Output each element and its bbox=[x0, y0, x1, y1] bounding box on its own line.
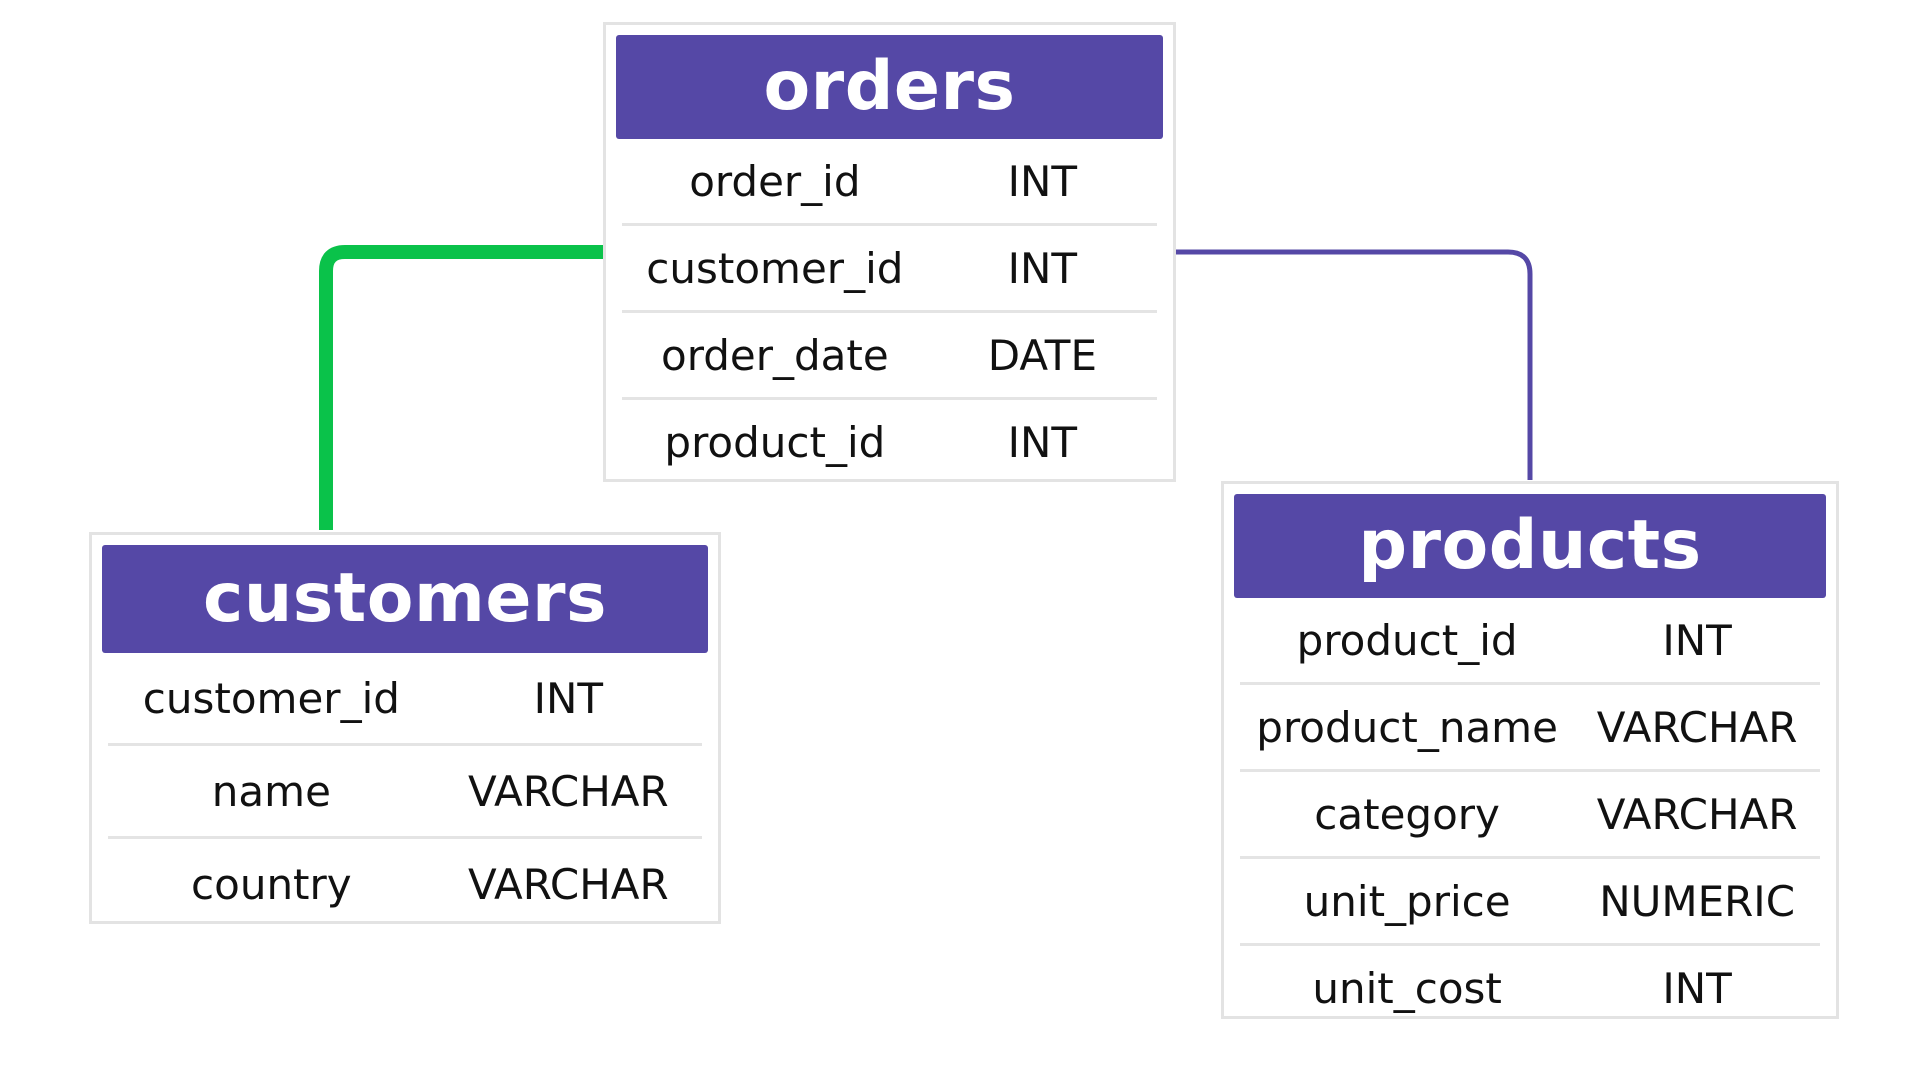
customers-table[interactable]: customers customer_id INT name VARCHAR c… bbox=[89, 532, 721, 924]
orders-table-title: orders bbox=[616, 35, 1163, 139]
column-type: INT bbox=[1007, 417, 1078, 467]
column-name: name bbox=[211, 766, 331, 816]
table-row: name VARCHAR bbox=[108, 746, 702, 839]
orders-table[interactable]: orders order_id INT customer_id INT orde… bbox=[603, 22, 1176, 482]
table-row: product_id INT bbox=[1240, 598, 1820, 685]
column-name: country bbox=[191, 859, 352, 909]
column-type: VARCHAR bbox=[1596, 789, 1798, 839]
table-row: order_date DATE bbox=[622, 313, 1157, 400]
column-type: VARCHAR bbox=[468, 859, 669, 909]
column-type: INT bbox=[1007, 243, 1078, 293]
column-name: category bbox=[1314, 789, 1500, 839]
customers-table-title: customers bbox=[102, 545, 708, 653]
table-row: order_id INT bbox=[622, 139, 1157, 226]
table-row: country VARCHAR bbox=[108, 839, 702, 929]
column-name: product_name bbox=[1256, 702, 1558, 752]
column-name: order_date bbox=[661, 330, 889, 380]
orders-products-link bbox=[1176, 249, 1533, 480]
column-type: INT bbox=[1007, 156, 1078, 206]
column-type: INT bbox=[1662, 963, 1732, 1013]
column-name: customer_id bbox=[142, 673, 400, 723]
table-row: customer_id INT bbox=[622, 226, 1157, 313]
column-type: VARCHAR bbox=[1596, 702, 1798, 752]
column-name: unit_cost bbox=[1312, 963, 1502, 1013]
column-name: product_id bbox=[1296, 615, 1518, 665]
table-row: unit_cost INT bbox=[1240, 946, 1820, 1030]
column-type: INT bbox=[1662, 615, 1732, 665]
orders-customers-link bbox=[319, 245, 603, 530]
products-table[interactable]: products product_id INT product_name VAR… bbox=[1221, 481, 1839, 1019]
table-row: product_name VARCHAR bbox=[1240, 685, 1820, 772]
column-type: VARCHAR bbox=[468, 766, 669, 816]
column-name: unit_price bbox=[1303, 876, 1511, 926]
column-name: customer_id bbox=[646, 243, 904, 293]
column-name: product_id bbox=[664, 417, 886, 467]
column-type: INT bbox=[533, 673, 604, 723]
column-name: order_id bbox=[689, 156, 861, 206]
products-table-title: products bbox=[1234, 494, 1826, 598]
table-row: category VARCHAR bbox=[1240, 772, 1820, 859]
column-type: DATE bbox=[987, 330, 1097, 380]
column-type: NUMERIC bbox=[1599, 876, 1796, 926]
table-row: unit_price NUMERIC bbox=[1240, 859, 1820, 946]
table-row: product_id INT bbox=[622, 400, 1157, 484]
table-row: customer_id INT bbox=[108, 653, 702, 746]
